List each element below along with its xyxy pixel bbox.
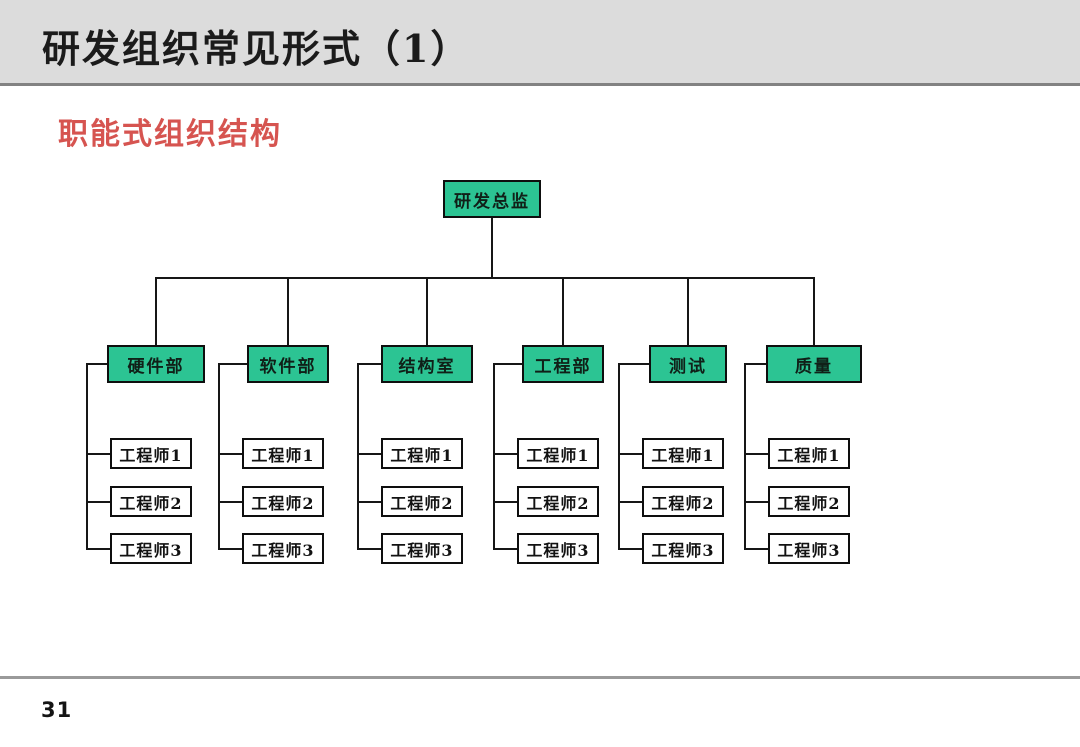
member-node: 工程师1 xyxy=(642,438,724,469)
dept-drop-line xyxy=(687,277,689,347)
trunk-line xyxy=(491,218,493,279)
dept-node: 结构室 xyxy=(381,345,473,383)
member-stub-line xyxy=(218,548,242,550)
dept-drop-line xyxy=(426,277,428,347)
member-node: 工程师2 xyxy=(242,486,324,517)
member-node: 工程师2 xyxy=(381,486,463,517)
dept-node: 软件部 xyxy=(247,345,329,383)
member-stub-line xyxy=(493,453,517,455)
bracket-line xyxy=(744,363,746,550)
member-stub-line xyxy=(493,501,517,503)
bracket-line xyxy=(618,363,620,550)
member-stub-line xyxy=(86,548,110,550)
member-node: 工程师1 xyxy=(110,438,192,469)
bracket-line xyxy=(218,363,220,550)
dept-node: 测试 xyxy=(649,345,727,383)
member-node: 工程师1 xyxy=(768,438,850,469)
bracket-line xyxy=(618,363,651,365)
page-number: 31 xyxy=(41,698,73,722)
section-subtitle: 职能式组织结构 xyxy=(58,117,282,152)
member-stub-line xyxy=(86,453,110,455)
member-node: 工程师1 xyxy=(242,438,324,469)
member-stub-line xyxy=(618,548,642,550)
member-node: 工程师2 xyxy=(110,486,192,517)
bracket-line xyxy=(493,363,495,550)
member-node: 工程师2 xyxy=(642,486,724,517)
member-node: 工程师3 xyxy=(642,533,724,564)
member-node: 工程师1 xyxy=(381,438,463,469)
dept-drop-line xyxy=(155,277,157,347)
dept-node: 硬件部 xyxy=(107,345,205,383)
member-stub-line xyxy=(86,501,110,503)
dept-drop-line xyxy=(287,277,289,347)
member-stub-line xyxy=(357,548,381,550)
dept-drop-line xyxy=(562,277,564,347)
bracket-line xyxy=(218,363,249,365)
bracket-line xyxy=(357,363,383,365)
member-node: 工程师1 xyxy=(517,438,599,469)
member-node: 工程师3 xyxy=(110,533,192,564)
bracket-line xyxy=(86,363,88,550)
dept-drop-line xyxy=(813,277,815,347)
member-node: 工程师2 xyxy=(517,486,599,517)
member-node: 工程师3 xyxy=(517,533,599,564)
member-stub-line xyxy=(218,501,242,503)
rail-line xyxy=(155,277,815,279)
member-node: 工程师3 xyxy=(242,533,324,564)
member-stub-line xyxy=(357,453,381,455)
root-node: 研发总监 xyxy=(443,180,541,218)
member-stub-line xyxy=(493,548,517,550)
dept-node: 工程部 xyxy=(522,345,604,383)
bracket-line xyxy=(744,363,768,365)
member-node: 工程师3 xyxy=(768,533,850,564)
member-node: 工程师3 xyxy=(381,533,463,564)
slide-title: 研发组织常见形式（1） xyxy=(42,26,471,71)
member-stub-line xyxy=(618,501,642,503)
bracket-line xyxy=(86,363,109,365)
dept-node: 质量 xyxy=(766,345,862,383)
slide-header: 研发组织常见形式（1） xyxy=(0,0,1080,86)
member-stub-line xyxy=(357,501,381,503)
member-stub-line xyxy=(218,453,242,455)
footer-divider xyxy=(0,676,1080,679)
member-stub-line xyxy=(744,501,768,503)
member-stub-line xyxy=(744,548,768,550)
member-node: 工程师2 xyxy=(768,486,850,517)
member-stub-line xyxy=(618,453,642,455)
bracket-line xyxy=(357,363,359,550)
member-stub-line xyxy=(744,453,768,455)
bracket-line xyxy=(493,363,524,365)
